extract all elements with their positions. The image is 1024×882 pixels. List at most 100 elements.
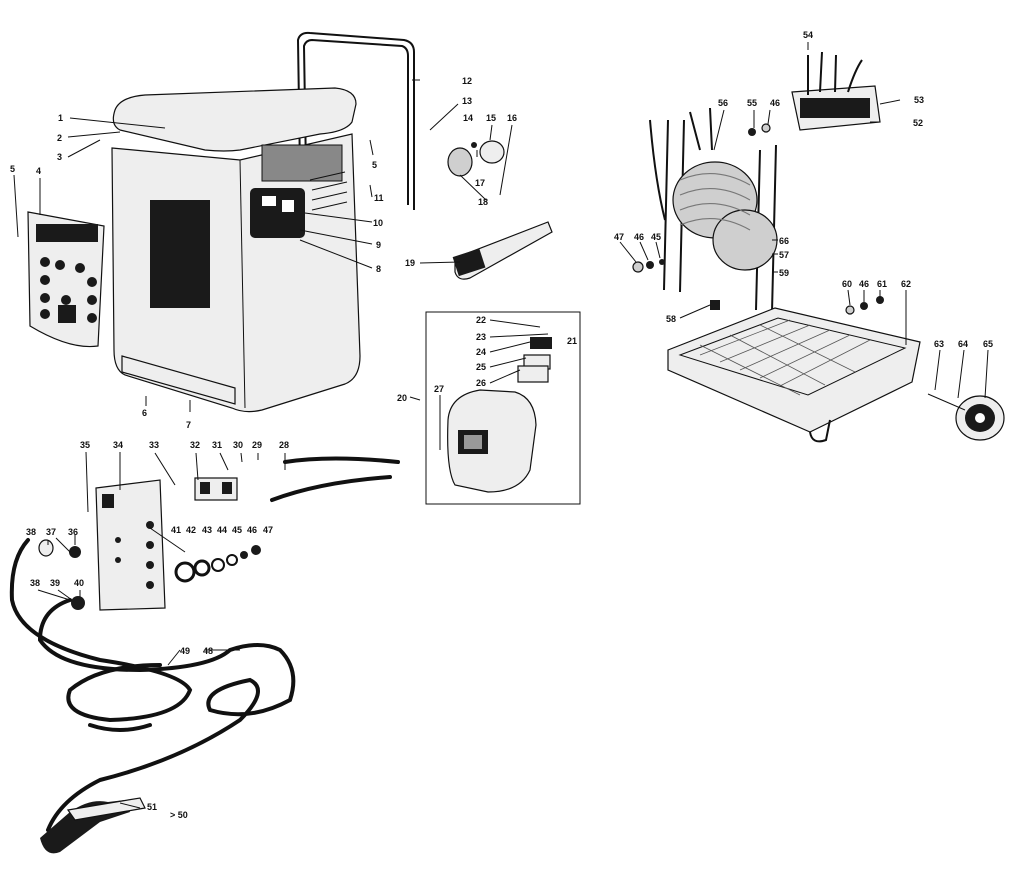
- callout-35: 35: [80, 440, 90, 450]
- axle: [927, 393, 966, 411]
- callout-42: 42: [186, 525, 196, 535]
- callout-46: 46: [859, 279, 869, 289]
- callout-33: 33: [149, 440, 159, 450]
- callout-43: 43: [202, 525, 212, 535]
- callout-34: 34: [113, 440, 123, 450]
- callout-20: 20: [397, 393, 407, 403]
- callout-45: 45: [232, 525, 242, 535]
- callout-40: 40: [74, 578, 84, 588]
- welding-leads: [9, 538, 296, 832]
- callout-51: 51: [147, 802, 157, 812]
- callout-47: 47: [614, 232, 624, 242]
- callout-30: 30: [233, 440, 243, 450]
- callout-8: 8: [376, 264, 381, 274]
- callout-31: 31: [212, 440, 222, 450]
- front-panel-opening: [150, 200, 210, 308]
- transformer-assembly: [649, 51, 881, 313]
- wire-brush: [452, 221, 553, 280]
- callout-41: 41: [171, 525, 181, 535]
- callout-57: 57: [779, 250, 789, 260]
- callout-9: 9: [376, 240, 381, 250]
- top-cover: [112, 87, 357, 152]
- welding-helmet: [447, 389, 537, 493]
- callout-60: 60: [842, 279, 852, 289]
- callout-26: 26: [476, 378, 486, 388]
- callout-24: 24: [476, 347, 486, 357]
- welder-cabinet: [111, 31, 415, 413]
- callout-10: 10: [373, 218, 383, 228]
- rear-terminal-panel: [95, 479, 166, 611]
- callout-17: 17: [475, 178, 485, 188]
- callout-56: 56: [718, 98, 728, 108]
- callout-38: 38: [30, 578, 40, 588]
- vent-grille: [261, 144, 343, 182]
- callout-22: 22: [476, 315, 486, 325]
- callout-54: 54: [803, 30, 813, 40]
- callout-46: 46: [770, 98, 780, 108]
- callout-58: 58: [666, 314, 676, 324]
- callout-5: 5: [10, 164, 15, 174]
- callout-45: 45: [651, 232, 661, 242]
- callout-2: 2: [57, 133, 62, 143]
- wheel: [955, 395, 1005, 441]
- cabinet-base: [121, 355, 236, 405]
- callout-28: 28: [279, 440, 289, 450]
- callout-15: 15: [486, 113, 496, 123]
- callout-48: 48: [203, 646, 213, 656]
- callout-32: 32: [190, 440, 200, 450]
- callout-38: 38: [26, 527, 36, 537]
- control-knob: [447, 140, 505, 177]
- callout-4: 4: [36, 166, 41, 176]
- callout-23: 23: [476, 332, 486, 342]
- callout-65: 65: [983, 339, 993, 349]
- filter-lenses: [517, 337, 552, 383]
- terminal-block: [194, 477, 238, 501]
- callout-37: 37: [46, 527, 56, 537]
- callout-39: 39: [50, 578, 60, 588]
- callout-50: > 50: [170, 810, 188, 820]
- leader-lines: [13, 42, 989, 809]
- electrode-holder: [40, 797, 146, 854]
- helmet-kit-box: [425, 311, 581, 505]
- callout-12: 12: [462, 76, 472, 86]
- callout-47: 47: [263, 525, 273, 535]
- callout-3: 3: [57, 152, 62, 162]
- callout-11: 11: [374, 193, 384, 203]
- callout-59: 59: [779, 268, 789, 278]
- callout-62: 62: [901, 279, 911, 289]
- callout-55: 55: [747, 98, 757, 108]
- secondary-coil: [712, 209, 778, 271]
- callout-29: 29: [252, 440, 262, 450]
- callout-6: 6: [142, 408, 147, 418]
- callout-25: 25: [476, 362, 486, 372]
- callout-14: 14: [463, 113, 473, 123]
- callout-19: 19: [405, 258, 415, 268]
- callout-66: 66: [779, 236, 789, 246]
- carry-handle: [296, 31, 415, 210]
- callout-46: 46: [247, 525, 257, 535]
- callout-16: 16: [507, 113, 517, 123]
- callout-61: 61: [877, 279, 887, 289]
- callout-44: 44: [217, 525, 227, 535]
- callout-52: 52: [913, 118, 923, 128]
- callout-64: 64: [958, 339, 968, 349]
- callout-13: 13: [462, 96, 472, 106]
- base-tray: [667, 307, 921, 443]
- transformer-hardware: [632, 123, 884, 315]
- switch-assembly: [250, 188, 305, 238]
- jumper-cables: [270, 456, 400, 502]
- callout-5: 5: [372, 160, 377, 170]
- callout-63: 63: [934, 339, 944, 349]
- terminal-hardware: [174, 545, 261, 583]
- front-control-panel: [27, 211, 105, 348]
- helmet-kit: [425, 311, 581, 505]
- callout-53: 53: [914, 95, 924, 105]
- callout-1: 1: [58, 113, 63, 123]
- callout-21: 21: [567, 336, 577, 346]
- callout-46: 46: [634, 232, 644, 242]
- callout-18: 18: [478, 197, 488, 207]
- callout-labels: 1 2 3 4 5 5 6 7 8 9 10 11 12 13 14 15 16…: [10, 30, 993, 820]
- callout-36: 36: [68, 527, 78, 537]
- callout-49: 49: [180, 646, 190, 656]
